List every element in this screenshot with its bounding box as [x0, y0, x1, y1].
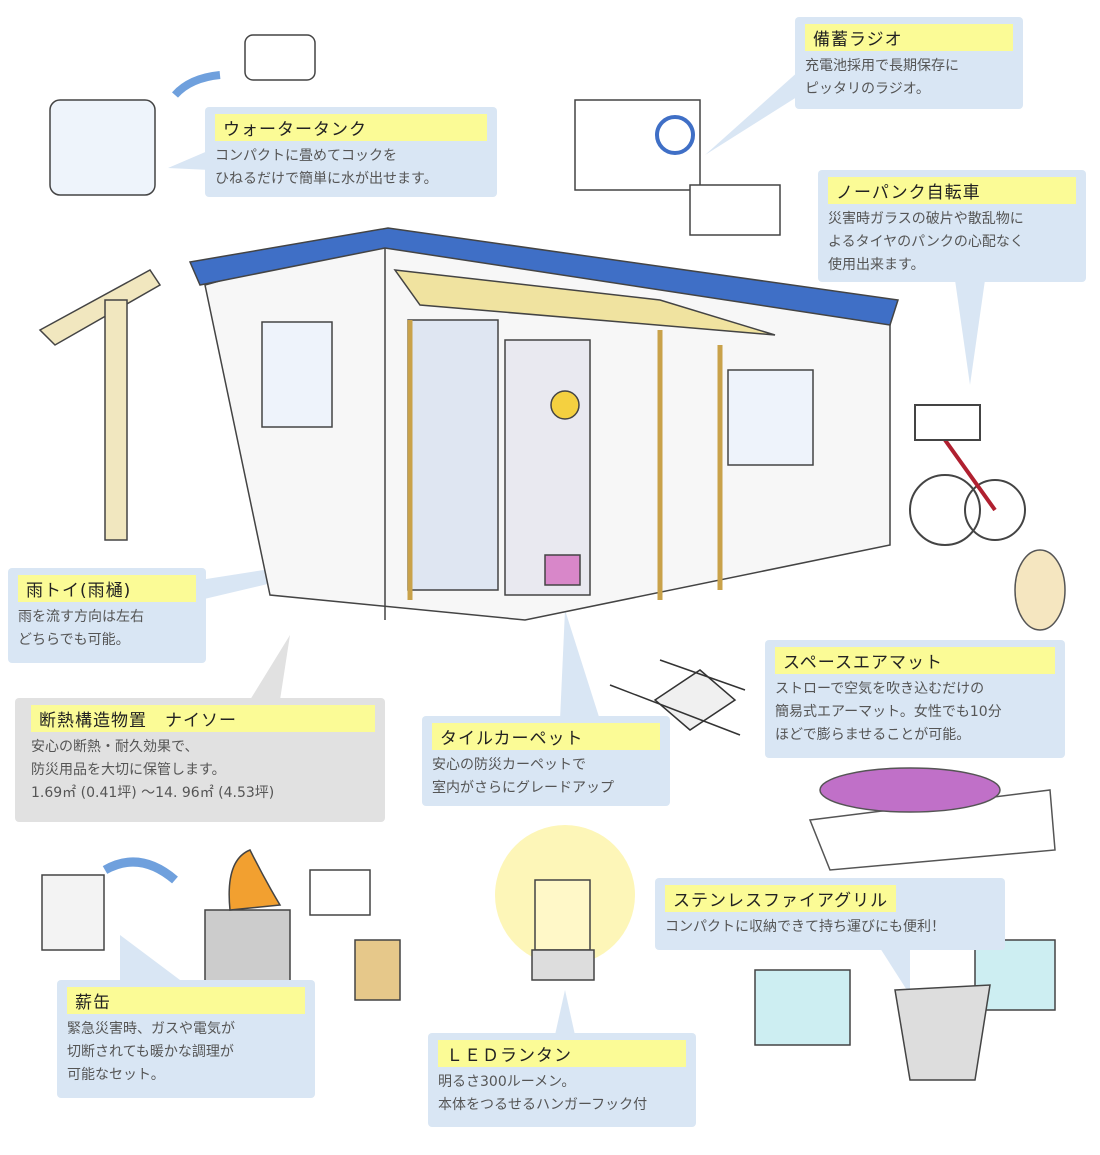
callout-title: タイルカーペット: [432, 723, 660, 750]
callout-grill: ステンレスファイアグリル コンパクトに収納できて持ち運びにも便利！: [655, 878, 1005, 950]
pointer-water-tank: [168, 150, 210, 170]
callout-title: 雨トイ(雨樋): [18, 575, 196, 602]
pointer-bicycle: [955, 280, 985, 385]
pointer-firewood-can: [120, 935, 180, 980]
callout-text: コンパクトに収納できて持ち運びにも便利！: [665, 919, 945, 935]
tile-carpet-sketch: [609, 659, 746, 736]
grill-sketch: [754, 939, 1056, 1081]
callout-air-mat: スペースエアマット ストローで空気を吹き込むだけの 簡易式エアーマット。女性でも…: [765, 640, 1065, 758]
callout-text: ストローで空気を吹き込むだけの 簡易式エアーマット。女性でも10分 ほどで膨らま…: [775, 681, 1002, 743]
pointer-shed: [250, 635, 290, 700]
callout-radio: 備蓄ラジオ 充電池採用で長期保存に ピッタリのラジオ。: [795, 17, 1023, 109]
callout-text: 安心の断熱・耐久効果で、 防災用品を大切に保管します。 1.69㎡ (0.41坪…: [31, 739, 275, 801]
callout-title: ノーパンク自転車: [828, 177, 1076, 204]
bicycle-sketch: [909, 404, 1026, 546]
callout-title: ＬＥＤランタン: [438, 1040, 686, 1067]
callout-text: 雨を流す方向は左右 どちらでも可能。: [18, 609, 144, 648]
callout-rain-gutter: 雨トイ(雨樋) 雨を流す方向は左右 どちらでも可能。: [8, 568, 206, 663]
firewood-can-sketch: [41, 849, 401, 1001]
shed-sketch: [188, 227, 899, 621]
callout-water-tank: ウォータータンク コンパクトに畳めてコックを ひねるだけで簡単に水が出せます。: [205, 107, 497, 197]
water-tank-sketch: [49, 34, 316, 196]
callout-bicycle: ノーパンク自転車 災害時ガラスの破片や散乱物に よるタイヤのパンクの心配なく 使…: [818, 170, 1086, 282]
rain-gutter-sketch: [38, 269, 162, 541]
callout-tile-carpet: タイルカーペット 安心の防災カーペットで 室内がさらにグレードアップ: [422, 716, 670, 806]
callout-text: 充電池採用で長期保存に ピッタリのラジオ。: [805, 58, 959, 97]
callout-title: 断熱構造物置 ナイソー: [31, 705, 375, 732]
lantern-sketch: [495, 825, 635, 981]
callout-lantern: ＬＥＤランタン 明るさ300ルーメン。 本体をつるせるハンガーフック付: [428, 1033, 696, 1127]
callout-text: 明るさ300ルーメン。 本体をつるせるハンガーフック付: [438, 1074, 648, 1113]
air-mat-sketch: [808, 549, 1066, 871]
radio-sketch: [574, 99, 781, 236]
callout-title: ウォータータンク: [215, 114, 487, 141]
callout-text: 緊急災害時、ガスや電気が 切断されても暖かな調理が 可能なセット。: [67, 1021, 235, 1083]
pointer-grill: [880, 948, 910, 995]
callout-text: 安心の防災カーペットで 室内がさらにグレードアップ: [432, 757, 614, 796]
callout-title: スペースエアマット: [775, 647, 1055, 674]
callout-title: ステンレスファイアグリル: [665, 885, 897, 912]
callout-text: 災害時ガラスの破片や散乱物に よるタイヤのパンクの心配なく 使用出来ます。: [828, 211, 1024, 273]
callout-title: 薪缶: [67, 987, 305, 1014]
callout-firewood-can: 薪缶 緊急災害時、ガスや電気が 切断されても暖かな調理が 可能なセット。: [57, 980, 315, 1098]
callout-shed: 断熱構造物置 ナイソー 安心の断熱・耐久効果で、 防災用品を大切に保管します。 …: [15, 698, 385, 822]
pointer-tile-carpet: [560, 610, 600, 720]
callout-title: 備蓄ラジオ: [805, 24, 1013, 51]
callout-text: コンパクトに畳めてコックを ひねるだけで簡単に水が出せます。: [215, 148, 438, 187]
pointer-radio: [705, 70, 800, 155]
pointer-lantern: [555, 990, 575, 1035]
